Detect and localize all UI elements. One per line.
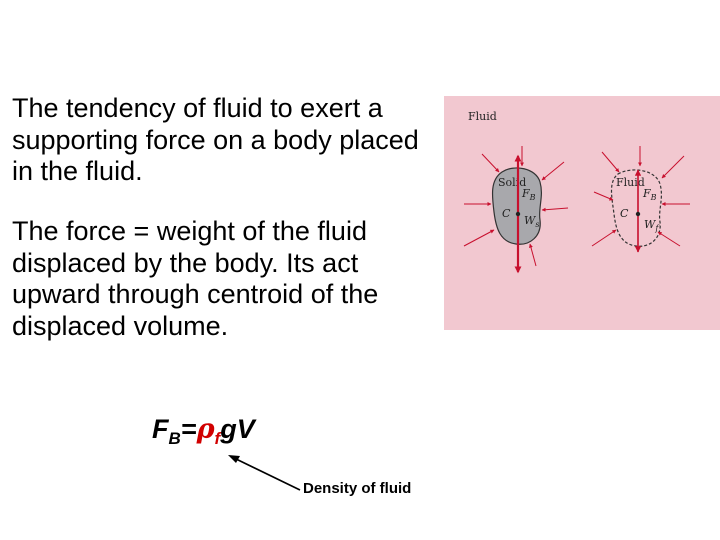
fluid-title: Fluid bbox=[468, 110, 497, 123]
fluid-force-subscript: B bbox=[650, 193, 657, 202]
solid-force-subscript: B bbox=[529, 193, 536, 202]
fluid-centroid-label: C bbox=[620, 207, 629, 220]
solid-body: Solid C FB Ws bbox=[463, 146, 569, 274]
formula-force-symbol: F bbox=[152, 414, 169, 444]
buoyancy-formula: FB=ρfgV bbox=[152, 414, 255, 449]
fluid-weight-symbol: W bbox=[644, 218, 657, 231]
solid-force-label: FB bbox=[521, 187, 536, 202]
buoyancy-figure: Fluid Solid C FB Ws Fluid C FB Wf bbox=[444, 96, 720, 330]
fluid-force-symbol: F bbox=[642, 187, 651, 200]
fluid-force-label: FB bbox=[642, 187, 657, 202]
fluid-body-label: Fluid bbox=[616, 176, 645, 189]
force-description-paragraph: The force = weight of the fluid displace… bbox=[12, 216, 379, 341]
solid-centroid-label: C bbox=[502, 207, 511, 220]
fluid-body: Fluid C FB Wf bbox=[591, 146, 690, 253]
fluid-weight-label: Wf bbox=[644, 218, 660, 233]
solid-weight-symbol: W bbox=[524, 214, 537, 227]
formula-rho-subscript: f bbox=[214, 429, 221, 448]
fluid-weight-subscript: f bbox=[654, 224, 660, 233]
solid-weight-subscript: s bbox=[535, 220, 539, 229]
definition-paragraph: The tendency of fluid to exert a support… bbox=[12, 93, 419, 186]
solid-label: Solid bbox=[498, 176, 526, 189]
solid-force-symbol: F bbox=[521, 187, 530, 200]
solid-weight-label: Ws bbox=[524, 214, 539, 229]
formula-rho-symbol: ρ bbox=[196, 414, 215, 445]
formula-rest: gV bbox=[220, 414, 255, 444]
fluid-panel bbox=[444, 96, 720, 330]
density-callout-label: Density of fluid bbox=[303, 480, 412, 497]
formula-equals: = bbox=[180, 414, 197, 444]
formula-force-subscript: B bbox=[168, 429, 181, 448]
